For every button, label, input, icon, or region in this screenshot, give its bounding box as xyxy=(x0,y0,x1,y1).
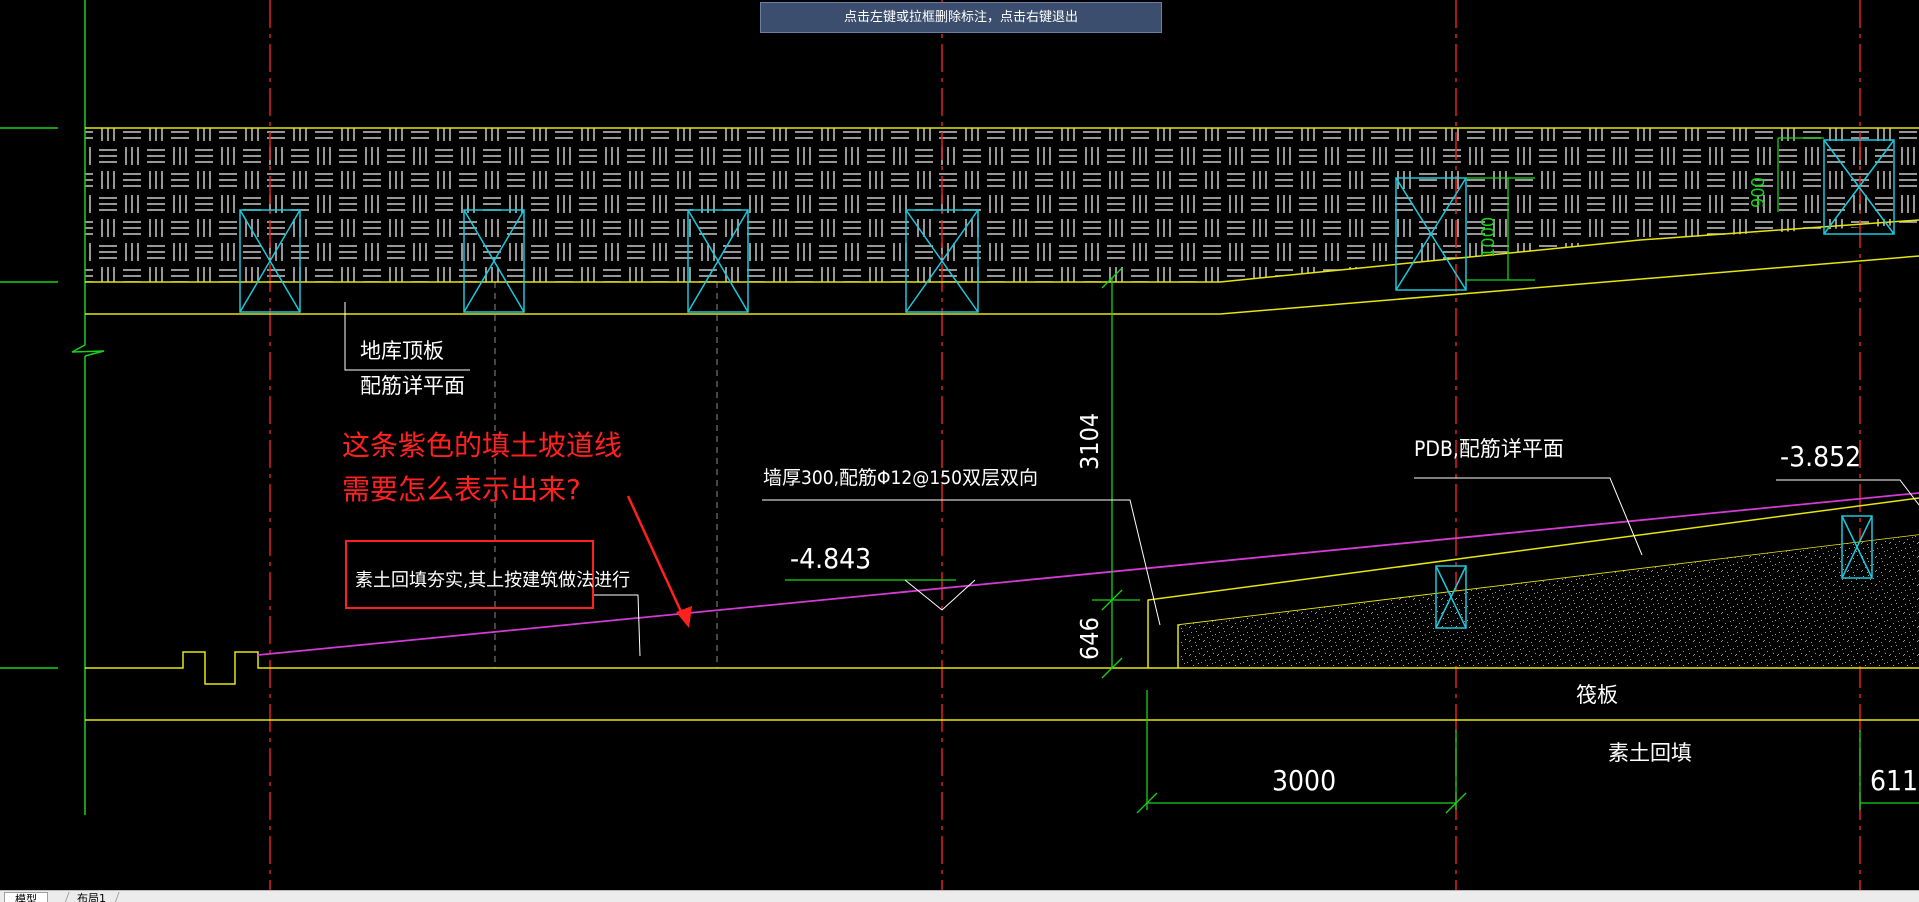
boxed-note: 素土回填夯实,其上按建筑做法进行 xyxy=(355,570,630,591)
fill-slope-line[interactable] xyxy=(257,492,1919,656)
question-line1: 这条紫色的填土坡道线 xyxy=(342,429,622,462)
pdb-note: PDB,配筋详平面 xyxy=(1414,437,1564,461)
leader-lines xyxy=(344,302,1919,657)
annotation-arrow xyxy=(626,495,692,628)
annotation-box xyxy=(345,540,594,609)
tab-model[interactable]: 模型 xyxy=(4,892,48,902)
layout-tab-bar: 模型 布局1 xyxy=(0,890,1919,902)
dim-646: 646 xyxy=(1075,617,1104,660)
green-dimension-lines xyxy=(785,137,1919,814)
yellow-structure-lines xyxy=(85,127,1919,721)
elevation-right: -3.852 xyxy=(1780,440,1861,473)
green-border xyxy=(0,0,105,815)
cyan-columns xyxy=(239,139,1895,629)
dim-611: 611 xyxy=(1870,764,1918,797)
dim-1000: 1000 xyxy=(1478,217,1499,258)
question-line2: 需要怎么表示出来? xyxy=(342,473,581,506)
concrete-fill xyxy=(1180,535,1919,666)
raft-label: 筏板 xyxy=(1576,683,1618,707)
dim-900: 900 xyxy=(1748,177,1769,208)
dim-3000: 3000 xyxy=(1272,764,1336,797)
roof-slab-hatch xyxy=(85,128,1919,282)
roof-label-line2: 配筋详平面 xyxy=(360,374,465,398)
dim-3104: 3104 xyxy=(1075,413,1104,470)
roof-label-line1: 地库顶板 xyxy=(360,339,444,363)
fill-label: 素土回填 xyxy=(1608,741,1692,765)
wall-note: 墙厚300,配筋Φ12@150双层双向 xyxy=(763,467,1038,489)
elevation-left: -4.843 xyxy=(790,542,871,575)
command-prompt-banner: 点击左键或拉框删除标注，点击右键退出 xyxy=(760,2,1162,33)
grey-dashed-lines xyxy=(494,282,718,668)
